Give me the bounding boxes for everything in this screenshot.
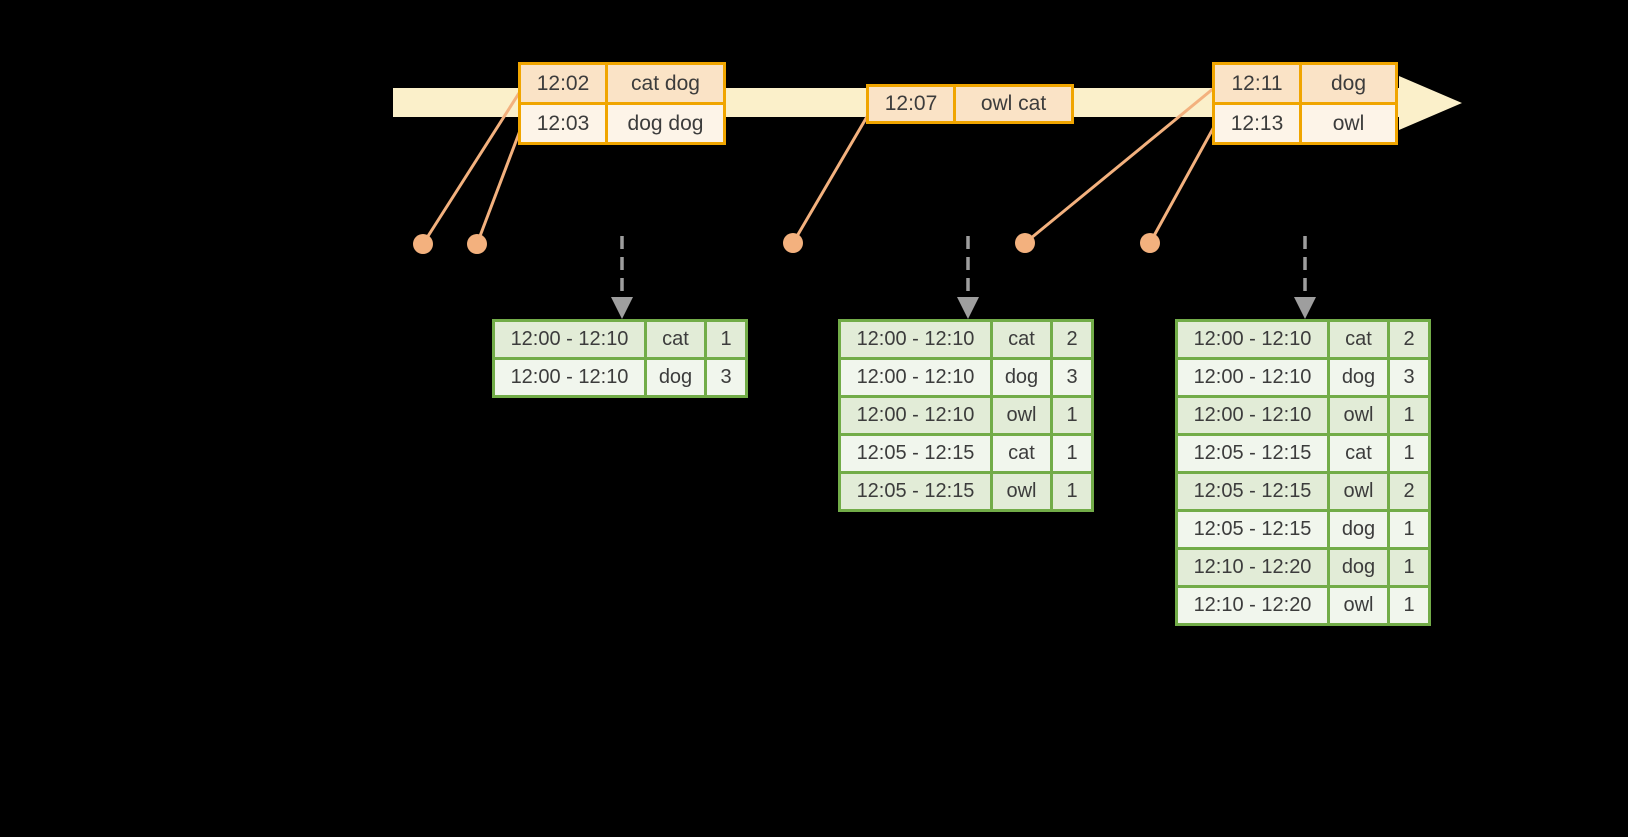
result-window-cell: 12:05 - 12:15 (1178, 474, 1327, 509)
trigger-arrowhead-icon-1 (611, 297, 633, 319)
event-row: 12:07 owl cat (869, 87, 1071, 121)
connector-line-1203 (475, 127, 523, 245)
result-count-cell: 2 (1390, 474, 1428, 509)
result-count-cell: 3 (1390, 360, 1428, 395)
result-word-cell: dog (993, 360, 1050, 395)
result-window-cell: 12:05 - 12:15 (841, 474, 990, 509)
event-row: 12:03 dog dog (521, 105, 723, 142)
result-word-cell: owl (993, 398, 1050, 433)
result-row: 12:05 - 12:15 cat 1 (841, 436, 1091, 471)
result-word-cell: cat (1330, 322, 1387, 357)
result-count-cell: 1 (1390, 436, 1428, 471)
result-word-cell: dog (1330, 550, 1387, 585)
result-row: 12:00 - 12:10 dog 3 (1178, 360, 1428, 395)
result-row: 12:00 - 12:10 cat 2 (1178, 322, 1428, 357)
event-time-cell: 12:13 (1215, 105, 1299, 142)
event-table-3: 12:11 dog 12:13 owl (1212, 62, 1398, 145)
event-time-dots (413, 233, 1160, 254)
timeline-arrowhead-icon (1399, 76, 1462, 130)
result-window-cell: 12:00 - 12:10 (1178, 322, 1327, 357)
result-word-cell: dog (647, 360, 704, 395)
event-words-cell: dog dog (608, 105, 723, 142)
result-count-cell: 1 (1390, 398, 1428, 433)
result-table-1: 12:00 - 12:10 cat 1 12:00 - 12:10 dog 3 (492, 319, 748, 398)
event-row: 12:11 dog (1215, 65, 1395, 102)
trigger-arrowhead-icon-2 (957, 297, 979, 319)
connector-line-1213 (1148, 124, 1217, 244)
result-window-cell: 12:00 - 12:10 (841, 322, 990, 357)
result-row: 12:05 - 12:15 dog 1 (1178, 512, 1428, 547)
result-window-cell: 12:05 - 12:15 (1178, 512, 1327, 547)
event-table-2: 12:07 owl cat (866, 84, 1074, 124)
result-count-cell: 1 (1390, 588, 1428, 623)
result-window-cell: 12:05 - 12:15 (1178, 436, 1327, 471)
result-window-cell: 12:10 - 12:20 (1178, 550, 1327, 585)
event-words-cell: owl (1302, 105, 1395, 142)
result-count-cell: 1 (707, 322, 745, 357)
event-words-cell: dog (1302, 65, 1395, 102)
result-word-cell: cat (1330, 436, 1387, 471)
connector-line-1207 (791, 114, 870, 244)
result-count-cell: 2 (1390, 322, 1428, 357)
event-words-cell: cat dog (608, 65, 723, 102)
event-time-dot-1202 (413, 234, 433, 254)
result-count-cell: 2 (1053, 322, 1091, 357)
result-row: 12:05 - 12:15 owl 2 (1178, 474, 1428, 509)
event-table-1: 12:02 cat dog 12:03 dog dog (518, 62, 726, 145)
result-count-cell: 1 (1390, 550, 1428, 585)
result-window-cell: 12:00 - 12:10 (841, 398, 990, 433)
result-count-cell: 3 (707, 360, 745, 395)
result-count-cell: 1 (1053, 474, 1091, 509)
result-window-cell: 12:10 - 12:20 (1178, 588, 1327, 623)
result-row: 12:00 - 12:10 dog 3 (495, 360, 745, 395)
result-row: 12:00 - 12:10 dog 3 (841, 360, 1091, 395)
event-time-cell: 12:07 (869, 87, 953, 121)
connector-line-1211 (1024, 86, 1215, 245)
result-row: 12:00 - 12:10 cat 1 (495, 322, 745, 357)
event-time-dot-1207 (783, 233, 803, 253)
event-time-cell: 12:11 (1215, 65, 1299, 102)
result-window-cell: 12:00 - 12:10 (1178, 398, 1327, 433)
trigger-arrows (611, 236, 1316, 319)
result-word-cell: owl (1330, 398, 1387, 433)
result-window-cell: 12:00 - 12:10 (841, 360, 990, 395)
result-word-cell: dog (1330, 360, 1387, 395)
event-words-cell: owl cat (956, 87, 1071, 121)
result-word-cell: cat (993, 436, 1050, 471)
event-time-cell: 12:02 (521, 65, 605, 102)
event-time-cell: 12:03 (521, 105, 605, 142)
result-table-2: 12:00 - 12:10 cat 2 12:00 - 12:10 dog 3 … (838, 319, 1094, 512)
result-window-cell: 12:05 - 12:15 (841, 436, 990, 471)
result-word-cell: cat (647, 322, 704, 357)
event-time-dot-1211 (1015, 233, 1035, 253)
result-count-cell: 1 (1053, 436, 1091, 471)
result-word-cell: dog (1330, 512, 1387, 547)
trigger-arrowhead-icon-3 (1294, 297, 1316, 319)
result-row: 12:05 - 12:15 owl 1 (841, 474, 1091, 509)
result-word-cell: owl (993, 474, 1050, 509)
result-count-cell: 1 (1390, 512, 1428, 547)
event-time-dot-1213 (1140, 233, 1160, 253)
result-word-cell: owl (1330, 474, 1387, 509)
event-row: 12:13 owl (1215, 105, 1395, 142)
result-window-cell: 12:00 - 12:10 (1178, 360, 1327, 395)
result-count-cell: 1 (1053, 398, 1091, 433)
result-word-cell: owl (1330, 588, 1387, 623)
result-row: 12:00 - 12:10 owl 1 (1178, 398, 1428, 433)
result-row: 12:10 - 12:20 dog 1 (1178, 550, 1428, 585)
result-row: 12:05 - 12:15 cat 1 (1178, 436, 1428, 471)
event-connector-lines (421, 86, 1217, 245)
connector-line-1202 (421, 89, 523, 245)
result-row: 12:10 - 12:20 owl 1 (1178, 588, 1428, 623)
result-count-cell: 3 (1053, 360, 1091, 395)
event-row: 12:02 cat dog (521, 65, 723, 102)
event-time-dot-1203 (467, 234, 487, 254)
result-table-3: 12:00 - 12:10 cat 2 12:00 - 12:10 dog 3 … (1175, 319, 1431, 626)
result-window-cell: 12:00 - 12:10 (495, 322, 644, 357)
result-window-cell: 12:00 - 12:10 (495, 360, 644, 395)
result-row: 12:00 - 12:10 cat 2 (841, 322, 1091, 357)
result-row: 12:00 - 12:10 owl 1 (841, 398, 1091, 433)
result-word-cell: cat (993, 322, 1050, 357)
